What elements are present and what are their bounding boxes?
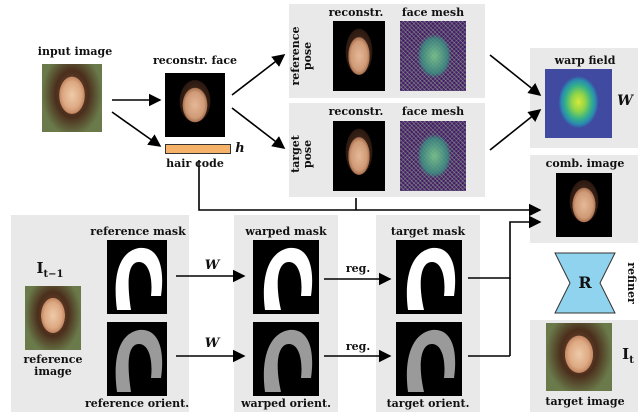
target-mask-image [396, 240, 462, 314]
target-orient-image [396, 322, 462, 396]
reconstr-target-image [333, 121, 385, 191]
reconstr-label-mid: reconstr. [328, 105, 384, 118]
target-orient-label: target orient. [386, 397, 470, 410]
i-t1-label: It−1 [36, 259, 64, 280]
target-image-label: target image [545, 395, 625, 408]
reg2-label: reg. [345, 340, 371, 353]
comb-image [556, 173, 612, 237]
reconstr-face-label: reconstr. face [152, 54, 238, 67]
reference-pose-label: reference pose [289, 26, 314, 86]
w-arrow2-label: W [204, 336, 220, 351]
face-mesh-label-top: face mesh [401, 6, 465, 19]
face-mesh-ref-image [400, 21, 466, 91]
warped-orient-image [253, 322, 319, 396]
h-label: h [235, 141, 245, 156]
reconstr-label-top: reconstr. [328, 6, 384, 19]
reference-orient-image [107, 322, 167, 396]
reconstr-ref-image [333, 21, 385, 91]
warped-mask-image [253, 240, 319, 314]
warp-field-image [545, 69, 612, 138]
target-pose-label: target pose [289, 135, 314, 173]
w-arrow1-label: W [204, 258, 220, 273]
reference-mask-label: reference mask [90, 225, 186, 238]
target-image [546, 323, 612, 391]
input-image [42, 64, 102, 132]
refiner-label: refiner [625, 262, 638, 304]
warp-field-label: warp field [554, 54, 616, 67]
warped-orient-label: warped orient. [241, 397, 331, 410]
hair-code-bar [165, 144, 231, 154]
input-image-label: input image [37, 45, 113, 58]
warped-mask-label: warped mask [245, 225, 327, 238]
w-right-label: W [617, 93, 633, 109]
reg1-label: reg. [345, 262, 371, 275]
face-mesh-target-image [400, 121, 466, 191]
reference-mask-image [107, 240, 167, 314]
refiner-r-label: R [578, 273, 592, 292]
i-t-label: It [622, 345, 634, 366]
face-mesh-label-mid: face mesh [401, 105, 465, 118]
reconstr-face-image [165, 73, 225, 137]
reference-image [25, 286, 81, 350]
reference-image-label: reference image [23, 353, 83, 378]
reference-orient-label: reference orient. [84, 397, 190, 410]
target-mask-label: target mask [390, 225, 466, 238]
comb-image-label: comb. image [545, 157, 625, 170]
hair-code-label: hair code [166, 157, 224, 170]
